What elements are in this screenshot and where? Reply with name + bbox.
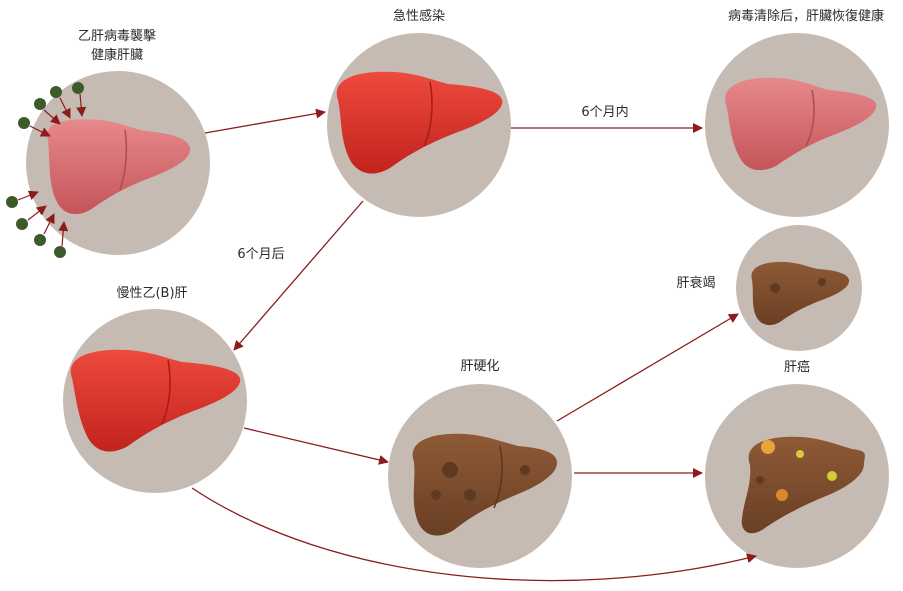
label-liver-failure: 肝衰竭 [676,275,715,293]
virus [72,82,84,94]
virus [18,117,30,129]
label-cirrhosis: 肝硬化 [460,358,499,376]
label-start-line1: 乙肝病毒襲擊 [78,28,156,46]
label-recovered: 病毒清除后，肝臟恢復健康 [728,8,884,26]
arrow-start-to-acute [205,112,325,133]
virus [34,98,46,110]
label-within-6-months: 6个月内 [581,104,628,122]
virus [16,218,28,230]
arrow-acute-to-chronic [234,201,363,350]
label-acute: 急性感染 [393,8,445,26]
label-chronic: 慢性乙(B)肝 [116,285,187,303]
virus [54,246,66,258]
label-liver-cancer: 肝癌 [784,359,810,377]
virus [50,86,62,98]
arrow-chronic-to-cirrhosis [244,428,388,462]
arrow-cirrhosis-to-failure [557,314,738,421]
label-after-6-months: 6个月后 [237,246,284,264]
virus [34,234,46,246]
label-start-line2: 健康肝臟 [91,47,143,65]
virus [6,196,18,208]
